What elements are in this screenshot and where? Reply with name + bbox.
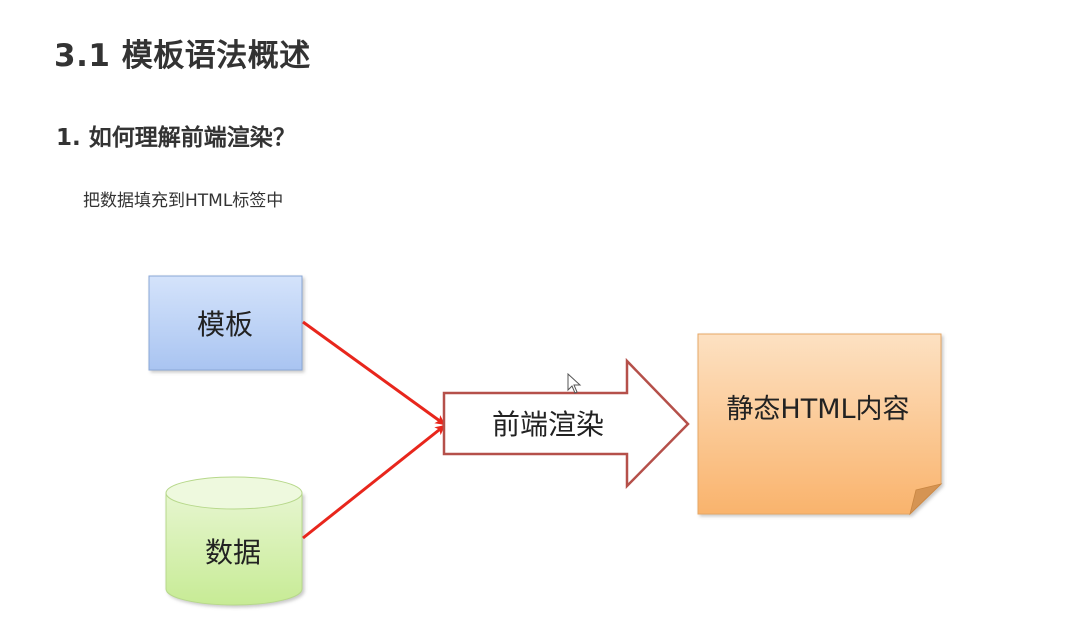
mouse-cursor-icon [567,373,582,394]
connector-template-to-render [302,320,446,426]
section-heading: 1. 如何理解前端渲染？ [56,125,296,151]
render-arrow: 前端渲染 [442,357,690,490]
slide-title: 3.1 模板语法概述 [54,38,311,74]
body-text: 把数据填充到HTML标签中 [83,191,284,211]
template-box: 模板 [148,275,303,371]
data-cylinder: 数据 [165,476,303,606]
data-cylinder-label: 数据 [205,536,261,569]
template-box-label: 模板 [197,308,253,341]
output-note: 静态HTML内容 [697,333,943,516]
output-note-label: 静态HTML内容 [726,394,909,425]
render-arrow-label: 前端渲染 [492,408,604,441]
connector-data-to-render [302,424,446,540]
